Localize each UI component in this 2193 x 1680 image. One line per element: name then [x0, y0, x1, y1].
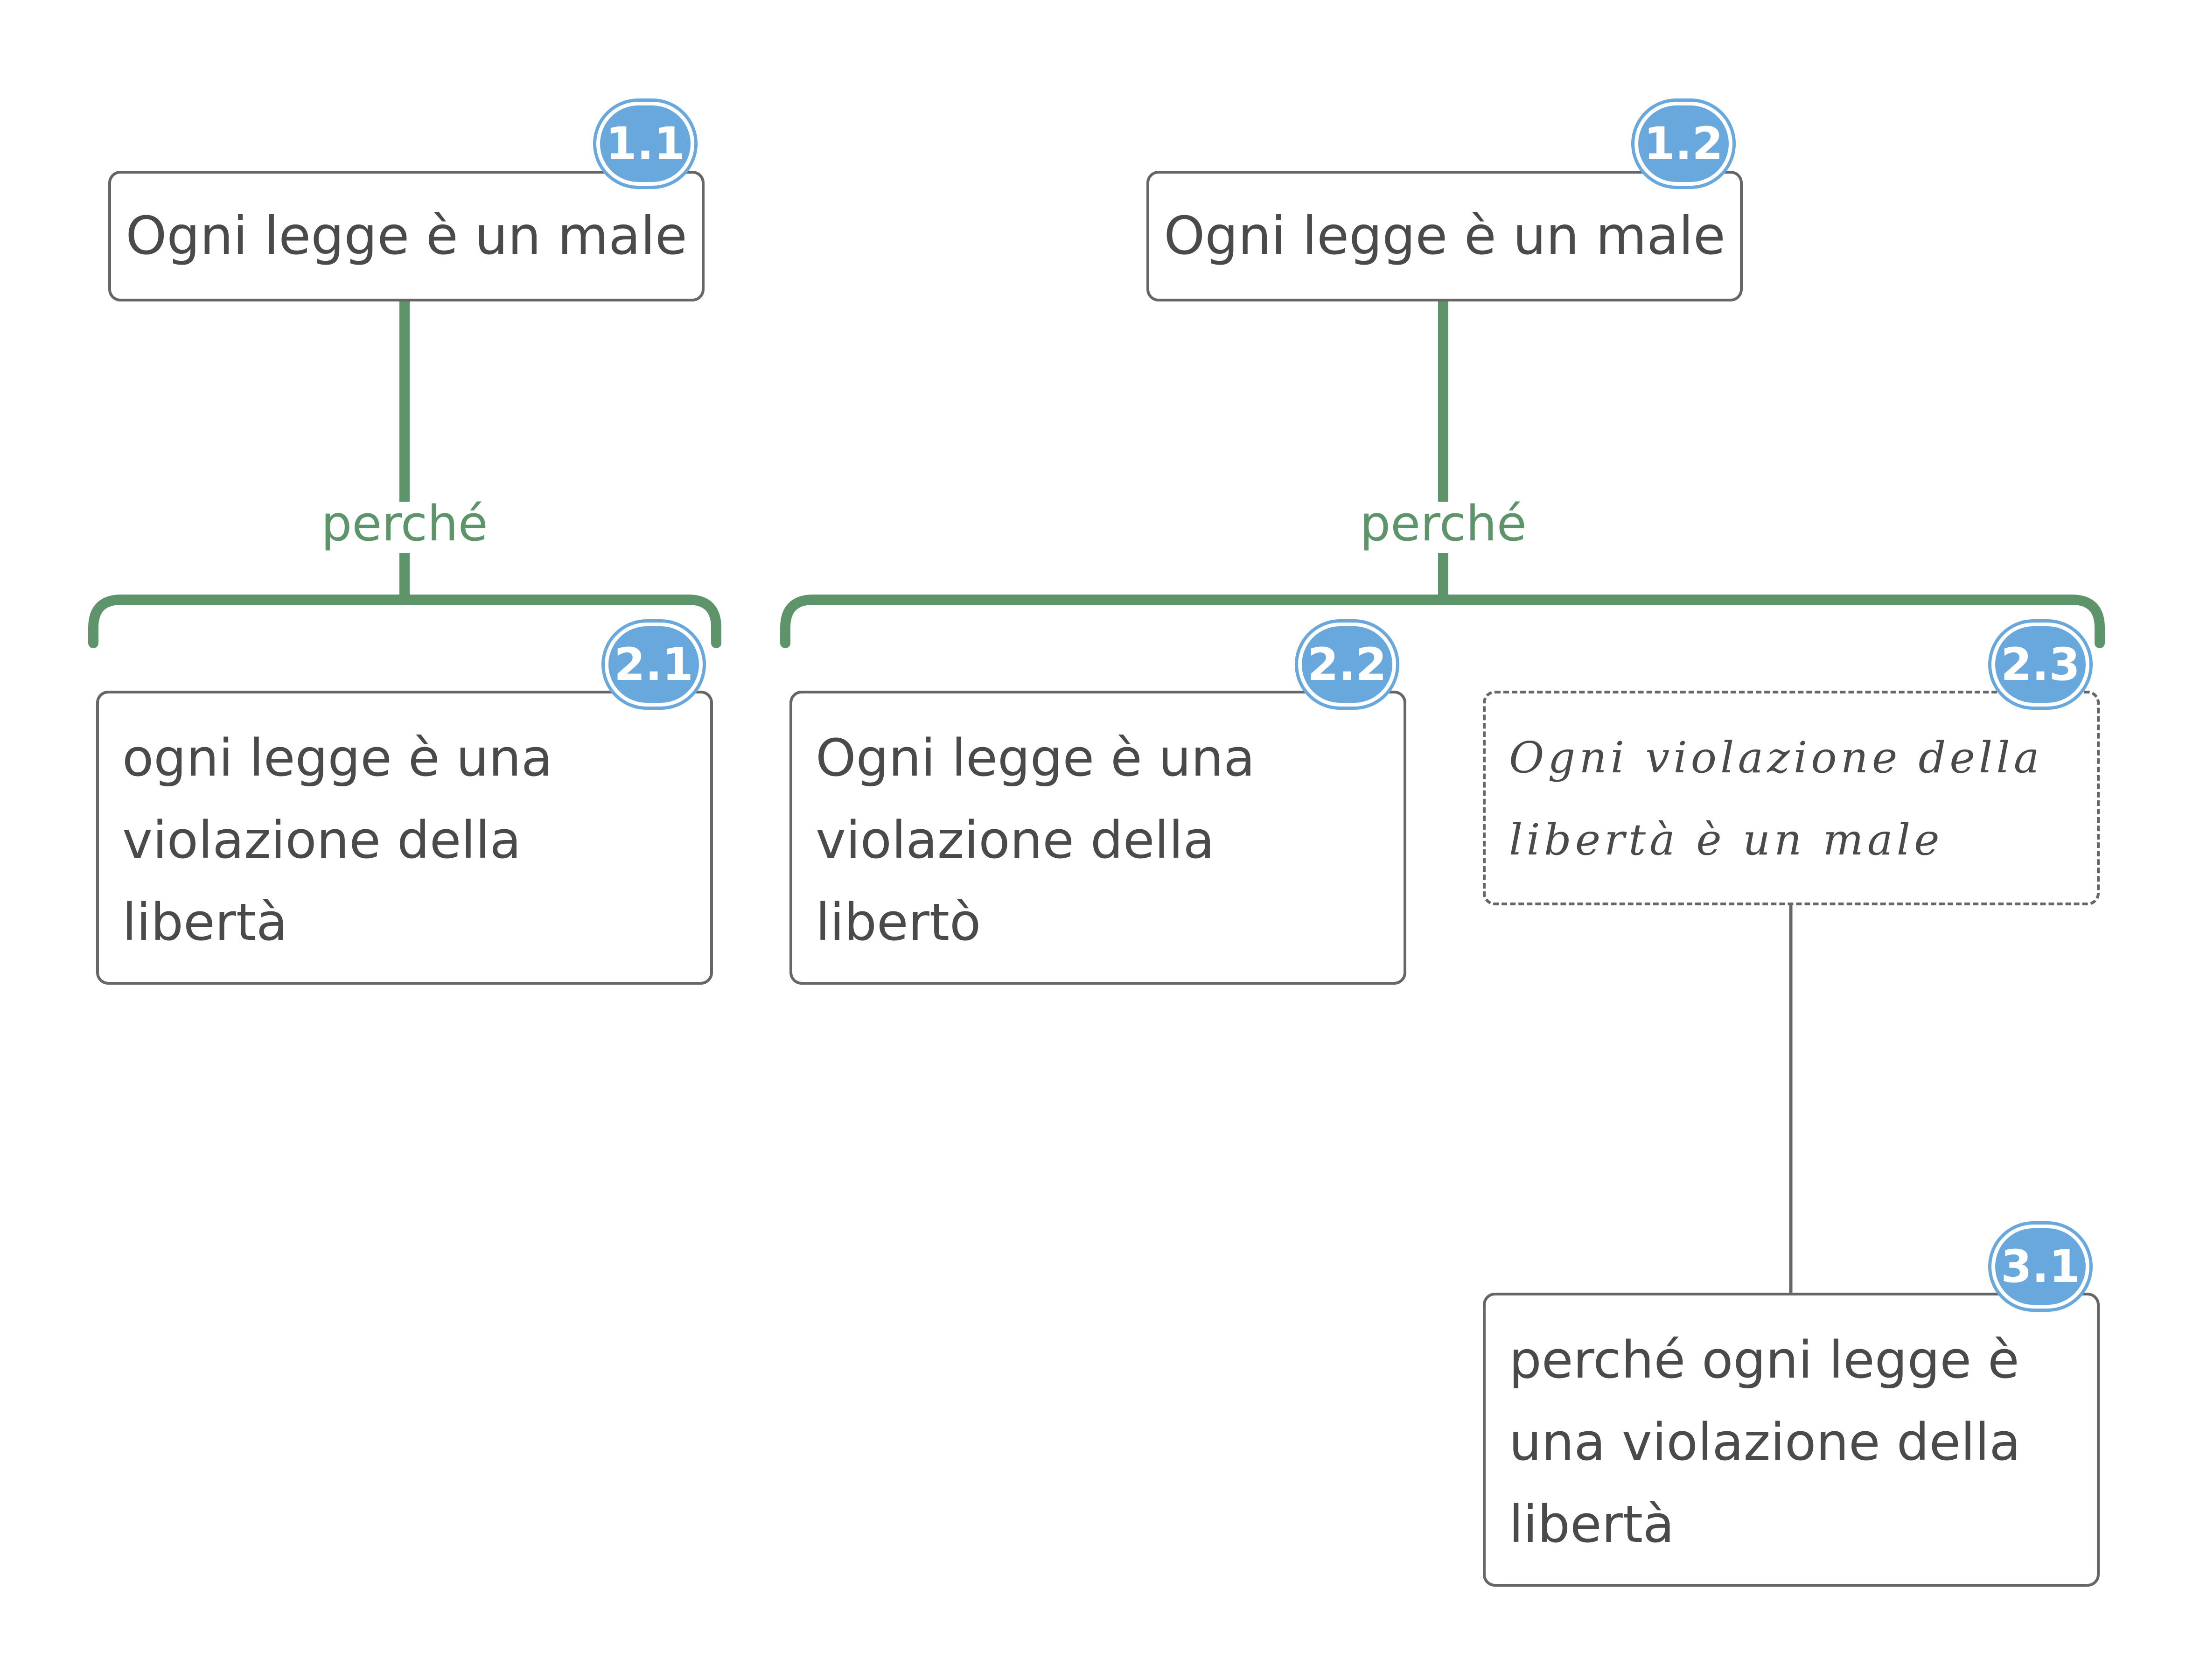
badge-3-1: 3.1 [1991, 1225, 2089, 1309]
claim-text-1-1: Ogni legge è un male [126, 206, 687, 266]
premise-box-3-1[interactable]: perché ogni legge è una violazione della… [1483, 1293, 2100, 1587]
badge-1-2: 1.2 [1634, 102, 1732, 186]
support-label-right: perché [1360, 495, 1527, 552]
premise-text-3-1: perché ogni legge è una violazione della… [1509, 1330, 2021, 1554]
premise-text-2-2: Ogni legge è una violazione della libert… [816, 728, 1255, 952]
premise-box-2-1[interactable]: ogni legge è una violazione della libert… [96, 691, 713, 985]
claim-box-1-1[interactable]: Ogni legge è un male [108, 171, 705, 301]
badge-2-1: 2.1 [605, 623, 703, 707]
premise-box-2-3[interactable]: Ogni violazione della libertà è un male [1483, 691, 2100, 905]
badge-2-2: 2.2 [1298, 623, 1396, 707]
claim-text-1-2: Ogni legge è un male [1164, 206, 1725, 266]
badge-2-3: 2.3 [1991, 623, 2089, 707]
badge-1-1: 1.1 [596, 102, 694, 186]
support-link-1-1-bracket [88, 595, 721, 648]
claim-box-1-2[interactable]: Ogni legge è un male [1146, 171, 1743, 301]
premise-text-2-1: ogni legge è una violazione della libert… [122, 728, 553, 952]
premise-text-2-3: Ogni violazione della libertà è un male [1509, 733, 2043, 865]
support-label-left: perché [321, 495, 488, 552]
support-link-1-2-bracket [780, 595, 2105, 648]
premise-box-2-2[interactable]: Ogni legge è una violazione della libert… [789, 691, 1406, 985]
